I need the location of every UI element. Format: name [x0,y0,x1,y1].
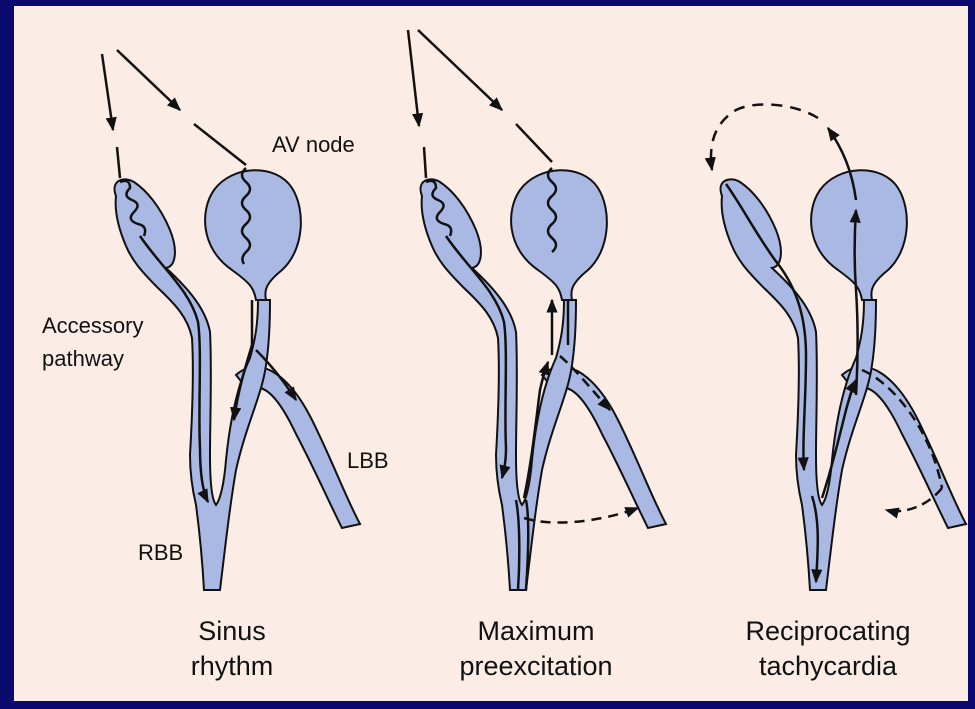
av-node-label: AV node [272,132,355,157]
caption-reciprocating-line1: Reciprocating [745,616,910,646]
caption-sinus-line1: Sinus [198,616,266,646]
arrow-tail-icon [194,124,246,165]
preexcitation-panel [408,30,666,590]
lbb-label: LBB [347,448,389,473]
arrow-solid-icon [102,54,113,130]
incoming-arrows-1 [102,50,246,178]
caption-preexcitation-line1: Maximum [477,616,594,646]
conduction-unit-1 [115,170,360,590]
arrow-solid-icon [408,30,419,126]
rbb-label: RBB [138,540,183,565]
arrow-tail-icon [424,147,426,178]
arrow-tail-icon [516,124,552,162]
accessory-pathway-label-line1: Accessory [42,313,143,338]
caption-sinus-line2: rhythm [191,651,274,681]
incoming-arrows-2 [408,30,552,178]
caption-reciprocating-line2: tachycardia [759,651,898,681]
arrow-solid-icon [117,50,180,110]
accessory-pathway-label-line2: pathway [42,346,124,371]
caption-preexcitation-line2: preexcitation [459,651,612,681]
arrow-solid-icon [418,30,502,110]
reciprocating-panel [711,104,966,590]
arrow-tail-icon [117,147,120,178]
